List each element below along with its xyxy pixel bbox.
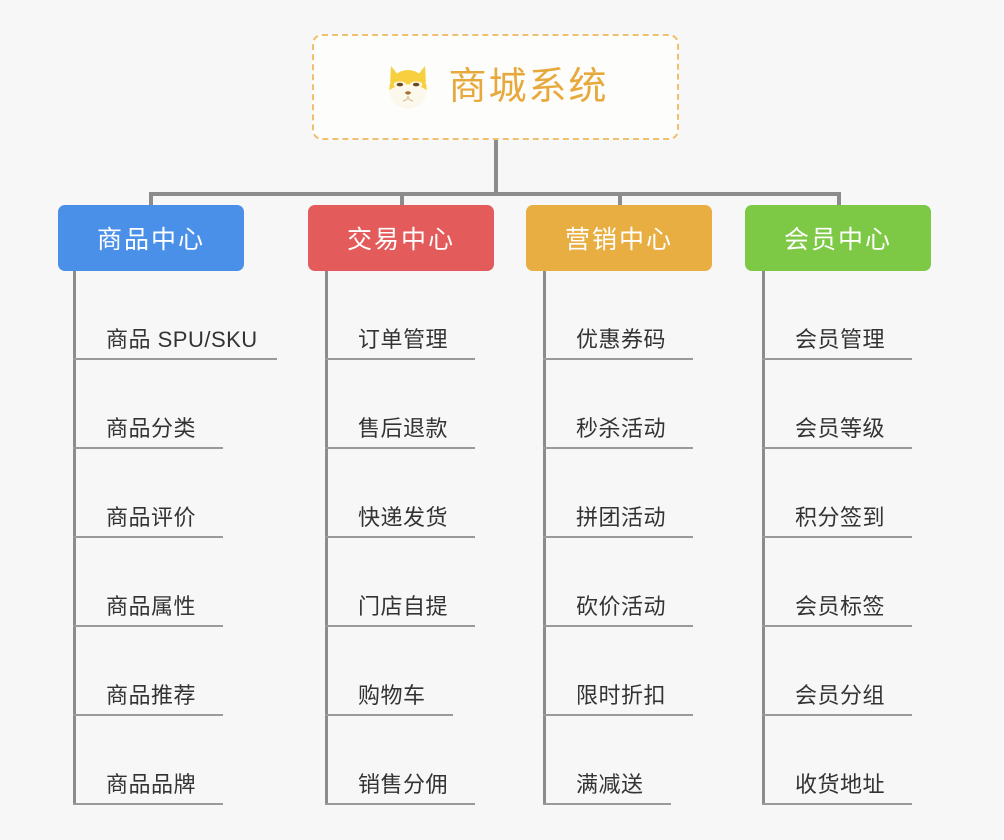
leaf-item[interactable]: 快递发货 bbox=[325, 449, 555, 538]
leaf-label: 商品品牌 bbox=[106, 772, 197, 797]
leaf-label: 优惠券码 bbox=[576, 327, 667, 352]
leaf-underline bbox=[543, 358, 693, 360]
connector-drop-1 bbox=[149, 192, 153, 208]
leaf-label: 会员分组 bbox=[795, 683, 886, 708]
leaf-label: 限时折扣 bbox=[576, 683, 667, 708]
leaf-item[interactable]: 收货地址 bbox=[762, 716, 992, 805]
leaf-label: 砍价活动 bbox=[576, 594, 667, 619]
leaf-column-0: 商品 SPU/SKU 商品分类 商品评价 商品属性 商品推荐 商品品牌 bbox=[73, 271, 303, 805]
leaf-underline bbox=[325, 803, 475, 805]
root-node-mall-system[interactable]: 商城系统 bbox=[312, 34, 679, 140]
category-label: 营销中心 bbox=[564, 226, 673, 254]
leaf-label: 商品分类 bbox=[106, 416, 197, 441]
leaf-item[interactable]: 会员等级 bbox=[762, 360, 992, 449]
leaf-column-2: 优惠券码 秒杀活动 拼团活动 砍价活动 限时折扣 满减送 bbox=[543, 271, 773, 805]
root-title: 商城系统 bbox=[448, 66, 609, 108]
leaf-rail bbox=[543, 271, 546, 805]
leaf-underline bbox=[325, 536, 475, 538]
leaf-underline bbox=[543, 625, 693, 627]
leaf-underline bbox=[543, 447, 693, 449]
leaf-underline bbox=[73, 447, 223, 449]
leaf-item[interactable]: 会员管理 bbox=[762, 271, 992, 360]
leaf-label: 秒杀活动 bbox=[576, 416, 667, 441]
leaf-item[interactable]: 优惠券码 bbox=[543, 271, 773, 360]
leaf-label: 收货地址 bbox=[795, 772, 886, 797]
leaf-item[interactable]: 满减送 bbox=[543, 716, 773, 805]
leaf-label: 销售分佣 bbox=[358, 772, 449, 797]
leaf-item[interactable]: 商品评价 bbox=[73, 449, 303, 538]
leaf-label: 售后退款 bbox=[358, 416, 449, 441]
leaf-underline bbox=[543, 714, 693, 716]
category-box-0[interactable]: 商品中心 bbox=[58, 205, 244, 271]
leaf-underline bbox=[543, 803, 671, 805]
leaf-label: 拼团活动 bbox=[576, 505, 667, 530]
leaf-item[interactable]: 售后退款 bbox=[325, 360, 555, 449]
leaf-underline bbox=[325, 447, 475, 449]
leaf-item[interactable]: 购物车 bbox=[325, 627, 555, 716]
category-box-2[interactable]: 营销中心 bbox=[526, 205, 712, 271]
connector-drop-4 bbox=[837, 192, 841, 208]
leaf-underline bbox=[73, 714, 223, 716]
leaf-column-1: 订单管理 售后退款 快递发货 门店自提 购物车 销售分佣 bbox=[325, 271, 555, 805]
leaf-label: 会员管理 bbox=[795, 327, 886, 352]
leaf-item[interactable]: 订单管理 bbox=[325, 271, 555, 360]
category-label: 交易中心 bbox=[346, 226, 455, 254]
leaf-item[interactable]: 商品分类 bbox=[73, 360, 303, 449]
leaf-underline bbox=[73, 803, 223, 805]
leaf-label: 商品推荐 bbox=[106, 683, 197, 708]
category-label: 会员中心 bbox=[783, 226, 892, 254]
leaf-underline bbox=[762, 447, 912, 449]
leaf-item[interactable]: 商品 SPU/SKU bbox=[73, 271, 303, 360]
leaf-label: 会员标签 bbox=[795, 594, 886, 619]
leaf-item[interactable]: 商品属性 bbox=[73, 538, 303, 627]
leaf-underline bbox=[762, 358, 912, 360]
category-box-1[interactable]: 交易中心 bbox=[308, 205, 494, 271]
leaf-item[interactable]: 砍价活动 bbox=[543, 538, 773, 627]
leaf-label: 门店自提 bbox=[358, 594, 449, 619]
leaf-item[interactable]: 商品品牌 bbox=[73, 716, 303, 805]
leaf-underline bbox=[325, 714, 453, 716]
connector-drop-2 bbox=[400, 192, 404, 208]
leaf-item[interactable]: 拼团活动 bbox=[543, 449, 773, 538]
leaf-underline bbox=[73, 625, 223, 627]
leaf-underline bbox=[762, 714, 912, 716]
leaf-item[interactable]: 会员标签 bbox=[762, 538, 992, 627]
connector-root-stem bbox=[494, 140, 498, 196]
connector-drop-3 bbox=[618, 192, 622, 208]
leaf-item[interactable]: 商品推荐 bbox=[73, 627, 303, 716]
category-label: 商品中心 bbox=[96, 226, 205, 254]
leaf-item[interactable]: 门店自提 bbox=[325, 538, 555, 627]
category-box-3[interactable]: 会员中心 bbox=[745, 205, 931, 271]
leaf-underline bbox=[73, 358, 277, 360]
leaf-underline bbox=[762, 803, 912, 805]
leaf-underline bbox=[325, 358, 475, 360]
leaf-underline bbox=[325, 625, 475, 627]
leaf-rail bbox=[762, 271, 765, 805]
leaf-label: 商品评价 bbox=[106, 505, 197, 530]
leaf-rail bbox=[73, 271, 76, 805]
leaf-label: 购物车 bbox=[358, 683, 426, 708]
leaf-underline bbox=[762, 536, 912, 538]
leaf-label: 快递发货 bbox=[358, 505, 449, 530]
leaf-item[interactable]: 限时折扣 bbox=[543, 627, 773, 716]
leaf-label: 商品 SPU/SKU bbox=[106, 327, 258, 352]
connector-horizontal-bus bbox=[150, 192, 841, 196]
leaf-label: 满减送 bbox=[576, 772, 644, 797]
leaf-item[interactable]: 积分签到 bbox=[762, 449, 992, 538]
leaf-underline bbox=[543, 536, 693, 538]
leaf-underline bbox=[73, 536, 223, 538]
leaf-label: 商品属性 bbox=[106, 594, 197, 619]
leaf-item[interactable]: 销售分佣 bbox=[325, 716, 555, 805]
shiba-dog-icon bbox=[389, 65, 428, 109]
leaf-rail bbox=[325, 271, 328, 805]
leaf-label: 会员等级 bbox=[795, 416, 886, 441]
leaf-column-3: 会员管理 会员等级 积分签到 会员标签 会员分组 收货地址 bbox=[762, 271, 992, 805]
leaf-label: 积分签到 bbox=[795, 505, 886, 530]
leaf-item[interactable]: 秒杀活动 bbox=[543, 360, 773, 449]
leaf-item[interactable]: 会员分组 bbox=[762, 627, 992, 716]
leaf-label: 订单管理 bbox=[358, 327, 449, 352]
leaf-underline bbox=[762, 625, 912, 627]
